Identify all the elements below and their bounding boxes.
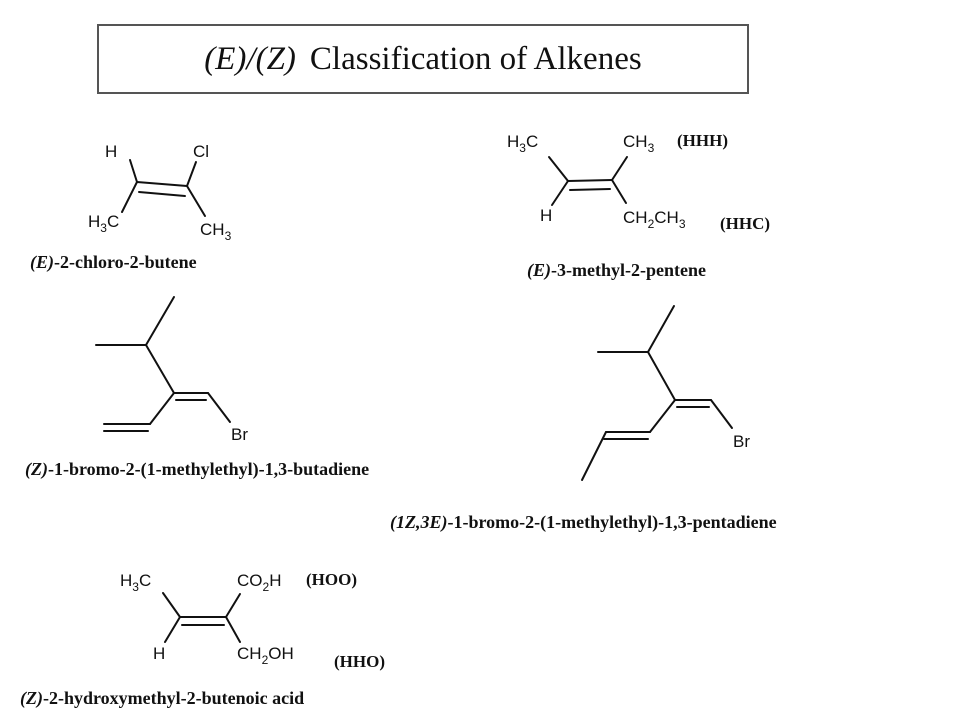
molecule-methylpentene: H3C CH3 (HHH) H CH2CH3 (HHC) (E)-3-methy… xyxy=(507,131,770,281)
atom-br: Br xyxy=(733,432,750,451)
atom-ch2oh: CH2OH xyxy=(237,644,294,667)
bond-isopropyl-c2 xyxy=(145,344,175,394)
bond-ch3 xyxy=(186,185,206,217)
bond-isopropyl-methyl-b xyxy=(647,305,675,353)
molecule-name: (E)-3-methyl-2-pentene xyxy=(527,260,706,281)
bond-isopropyl-c2 xyxy=(647,351,676,401)
molecule-name: (1Z,3E)-1-bromo-2-(1-methylethyl)-1,3-pe… xyxy=(390,512,777,533)
molecule-chlorobutene: H Cl H3C CH3 (E)-2-chloro-2-butene xyxy=(30,142,232,273)
atom-co2h: CO2H xyxy=(237,571,281,594)
atom-h3c: H3C xyxy=(88,212,119,235)
molecule-bromopentadiene: Br (1Z,3E)-1-bromo-2-(1-methylethyl)-1,3… xyxy=(390,305,777,533)
molecule-name: (E)-2-chloro-2-butene xyxy=(30,252,197,273)
atom-h: H xyxy=(540,206,552,225)
atom-br: Br xyxy=(231,425,248,444)
atom-ch3: CH3 xyxy=(623,132,655,155)
title-box: (E)/(Z) Classification of Alkenes xyxy=(97,24,749,94)
priority-hoo: (HOO) xyxy=(306,570,357,589)
bond-ch3 xyxy=(611,156,628,181)
atom-h3c: H3C xyxy=(120,571,151,594)
priority-hhh: (HHH) xyxy=(677,131,728,150)
molecule-hydroxymethylbutenoic-acid: H3C CO2H (HOO) H CH2OH (HHO) (Z)-2-hydro… xyxy=(20,570,385,709)
bond-double-b xyxy=(138,191,186,197)
bond-h3c xyxy=(162,592,181,618)
atom-h3c: H3C xyxy=(507,132,538,155)
bond-isopropyl-methyl-b xyxy=(145,296,175,346)
atom-cl: Cl xyxy=(193,142,209,161)
bond-h xyxy=(551,180,569,206)
bond-cl xyxy=(186,161,197,187)
atom-h: H xyxy=(153,644,165,663)
molecule-bromobutadiene: Br (Z)-1-bromo-2-(1-methylethyl)-1,3-but… xyxy=(25,296,369,480)
bond-double-b xyxy=(569,188,611,191)
atom-h: H xyxy=(105,142,117,161)
bond-ch2ch3 xyxy=(611,179,627,204)
atom-ch3: CH3 xyxy=(200,220,232,243)
bond-c2c3 xyxy=(649,399,676,433)
title-text: Classification of Alkenes xyxy=(309,40,642,77)
bond-double-a xyxy=(136,181,188,187)
bond-c2c3 xyxy=(149,392,175,425)
title-prefix: (E)/(Z) xyxy=(204,40,296,77)
bond-br xyxy=(207,392,231,423)
bond-h3c xyxy=(121,181,138,213)
bond-br xyxy=(710,399,733,429)
bond-h3c xyxy=(548,156,569,182)
bond-c4c5 xyxy=(581,431,607,481)
priority-hho: (HHO) xyxy=(334,652,385,671)
bond-ch2oh xyxy=(225,616,241,643)
priority-hhc: (HHC) xyxy=(720,214,770,233)
molecule-name: (Z)-1-bromo-2-(1-methylethyl)-1,3-butadi… xyxy=(25,459,369,480)
molecule-name: (Z)-2-hydroxymethyl-2-butenoic acid xyxy=(20,688,304,709)
bond-h xyxy=(164,616,181,643)
bond-double-a xyxy=(567,179,613,182)
bond-co2h xyxy=(225,593,241,618)
bond-h xyxy=(129,159,138,183)
atom-ch2ch3: CH2CH3 xyxy=(623,208,686,231)
